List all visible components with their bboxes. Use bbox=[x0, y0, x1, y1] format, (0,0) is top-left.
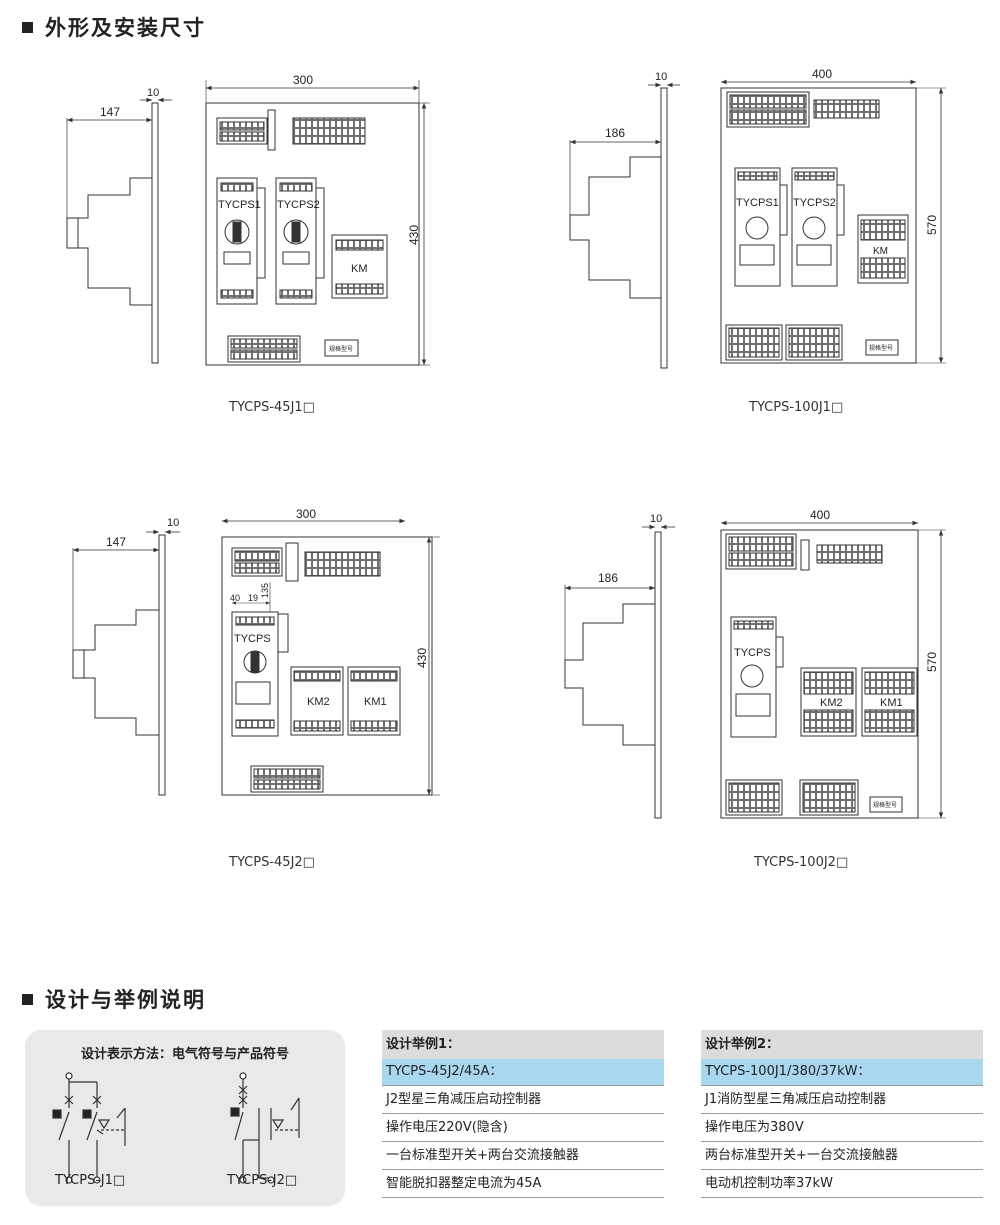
example-2-row: 电动机控制功率37kW bbox=[701, 1170, 983, 1198]
dim-plate-45j1: 10 bbox=[147, 87, 159, 99]
nameplate-45j1: 规格型号 bbox=[329, 345, 353, 353]
example-2-row: 两台标准型开关+一台交流接触器 bbox=[701, 1142, 983, 1170]
km1-label-45j2: KM1 bbox=[364, 696, 387, 708]
dim-small-40: 40 bbox=[230, 593, 240, 603]
side-view-45j2 bbox=[72, 529, 180, 796]
panel-45j2 bbox=[72, 518, 440, 796]
example-1-row: J2型星三角减压启动控制器 bbox=[382, 1086, 664, 1114]
panel-100j2 bbox=[564, 520, 946, 819]
legend-label-j2: TYCPS-J2□ bbox=[227, 1173, 298, 1188]
example-2: 设计举例2： TYCPS-100J1/380/37kW： J1消防型星三角减压启… bbox=[701, 1030, 983, 1198]
example-2-code: TYCPS-100J1/380/37kW： bbox=[701, 1059, 983, 1086]
unit2-label-45j1: TYCPS2 bbox=[277, 199, 320, 211]
panel-45j1-labels: 300 147 10 430 TYCPS1 TYCPS2 KM 规格型号 bbox=[100, 73, 421, 353]
dimension-drawings: 300 147 10 430 TYCPS1 TYCPS2 KM 规格型号 bbox=[66, 67, 946, 819]
km2-label-45j2: KM2 bbox=[307, 696, 330, 708]
panel-100j1-labels: 400 186 10 570 TYCPS1 TYCPS2 KM 规格型号 bbox=[605, 67, 939, 352]
km-label-45j1: KM bbox=[351, 263, 368, 275]
dim-width-100j2: 400 bbox=[810, 508, 830, 522]
example-1: 设计举例1： TYCPS-45J2/45A： J2型星三角减压启动控制器 操作电… bbox=[382, 1030, 664, 1198]
legend-label-j1: TYCPS-J1□ bbox=[55, 1173, 126, 1188]
symbol-j2 bbox=[230, 1072, 300, 1184]
km2-label-100j2: KM2 bbox=[820, 697, 843, 709]
dim-depth-45j2: 147 bbox=[106, 535, 126, 549]
dim-small-135: 135 bbox=[260, 583, 270, 598]
example-1-header: 设计举例1： bbox=[382, 1030, 664, 1059]
bullet-square-icon bbox=[22, 21, 33, 33]
example-1-row: 操作电压220V(隐含) bbox=[382, 1114, 664, 1142]
km-label-100j1: KM bbox=[873, 246, 888, 257]
example-2-row: J1消防型星三角减压启动控制器 bbox=[701, 1086, 983, 1114]
section-title-text: 外形及安装尺寸 bbox=[45, 16, 206, 40]
unit-label-45j2: TYCPS bbox=[234, 633, 271, 645]
panel-45j2-labels: 300 147 10 430 40 19 135 TYCPS KM2 KM1 bbox=[106, 507, 429, 708]
dim-height-45j1: 430 bbox=[407, 225, 421, 245]
symbol-j1 bbox=[52, 1072, 126, 1184]
example-1-row: 智能脱扣器整定电流为45A bbox=[382, 1170, 664, 1198]
electrical-symbols bbox=[52, 1072, 300, 1184]
side-view-100j2 bbox=[564, 524, 675, 819]
legend-title: 设计表示方法：电气符号与产品符号 bbox=[80, 1047, 289, 1062]
km1-label-100j2: KM1 bbox=[880, 697, 903, 709]
side-view-45j1 bbox=[66, 97, 172, 364]
panel-45j1 bbox=[66, 80, 430, 366]
dim-width-45j2: 300 bbox=[296, 507, 316, 521]
dim-plate-45j2: 10 bbox=[167, 517, 179, 529]
section-title-dimensions: 外形及安装尺寸 bbox=[22, 12, 206, 42]
example-1-row: 一台标准型开关+两台交流接触器 bbox=[382, 1142, 664, 1170]
dim-plate-100j2: 10 bbox=[650, 513, 662, 525]
legend-box: 设计表示方法：电气符号与产品符号 bbox=[25, 1030, 345, 1206]
unit1-label-45j1: TYCPS1 bbox=[218, 199, 261, 211]
panel-100j2-labels: 400 186 10 570 TYCPS KM2 KM1 规格型号 bbox=[598, 508, 939, 809]
dim-plate-100j1: 10 bbox=[655, 71, 667, 83]
unit1-label-100j1: TYCPS1 bbox=[736, 197, 779, 209]
section-title-design: 设计与举例说明 bbox=[22, 984, 206, 1014]
caption-45j2: TYCPS-45J2□ bbox=[229, 855, 315, 870]
nameplate-100j1: 规格型号 bbox=[869, 344, 893, 352]
unit-label-100j2: TYCPS bbox=[734, 647, 771, 659]
dim-width-45j1: 300 bbox=[293, 73, 313, 87]
caption-100j1: TYCPS-100J1□ bbox=[749, 400, 844, 415]
example-2-row: 操作电压为380V bbox=[701, 1114, 983, 1142]
dim-height-100j1: 570 bbox=[925, 215, 939, 235]
dim-depth-100j2: 186 bbox=[598, 571, 618, 585]
dim-small-19: 19 bbox=[248, 593, 258, 603]
caption-100j2: TYCPS-100J2□ bbox=[754, 855, 849, 870]
section-title-text: 设计与举例说明 bbox=[45, 988, 206, 1012]
dim-height-100j2: 570 bbox=[925, 652, 939, 672]
dim-depth-45j1: 147 bbox=[100, 105, 120, 119]
dim-depth-100j1: 186 bbox=[605, 126, 625, 140]
example-1-code: TYCPS-45J2/45A： bbox=[382, 1059, 664, 1086]
caption-45j1: TYCPS-45J1□ bbox=[229, 400, 315, 415]
side-view-100j1 bbox=[569, 82, 680, 369]
dim-width-100j1: 400 bbox=[812, 67, 832, 81]
panel-100j1 bbox=[569, 79, 946, 369]
unit2-label-100j1: TYCPS2 bbox=[793, 197, 836, 209]
nameplate-100j2: 规格型号 bbox=[873, 801, 897, 809]
bullet-square-icon bbox=[22, 993, 33, 1005]
dim-height-45j2: 430 bbox=[415, 648, 429, 668]
example-2-header: 设计举例2： bbox=[701, 1030, 983, 1059]
